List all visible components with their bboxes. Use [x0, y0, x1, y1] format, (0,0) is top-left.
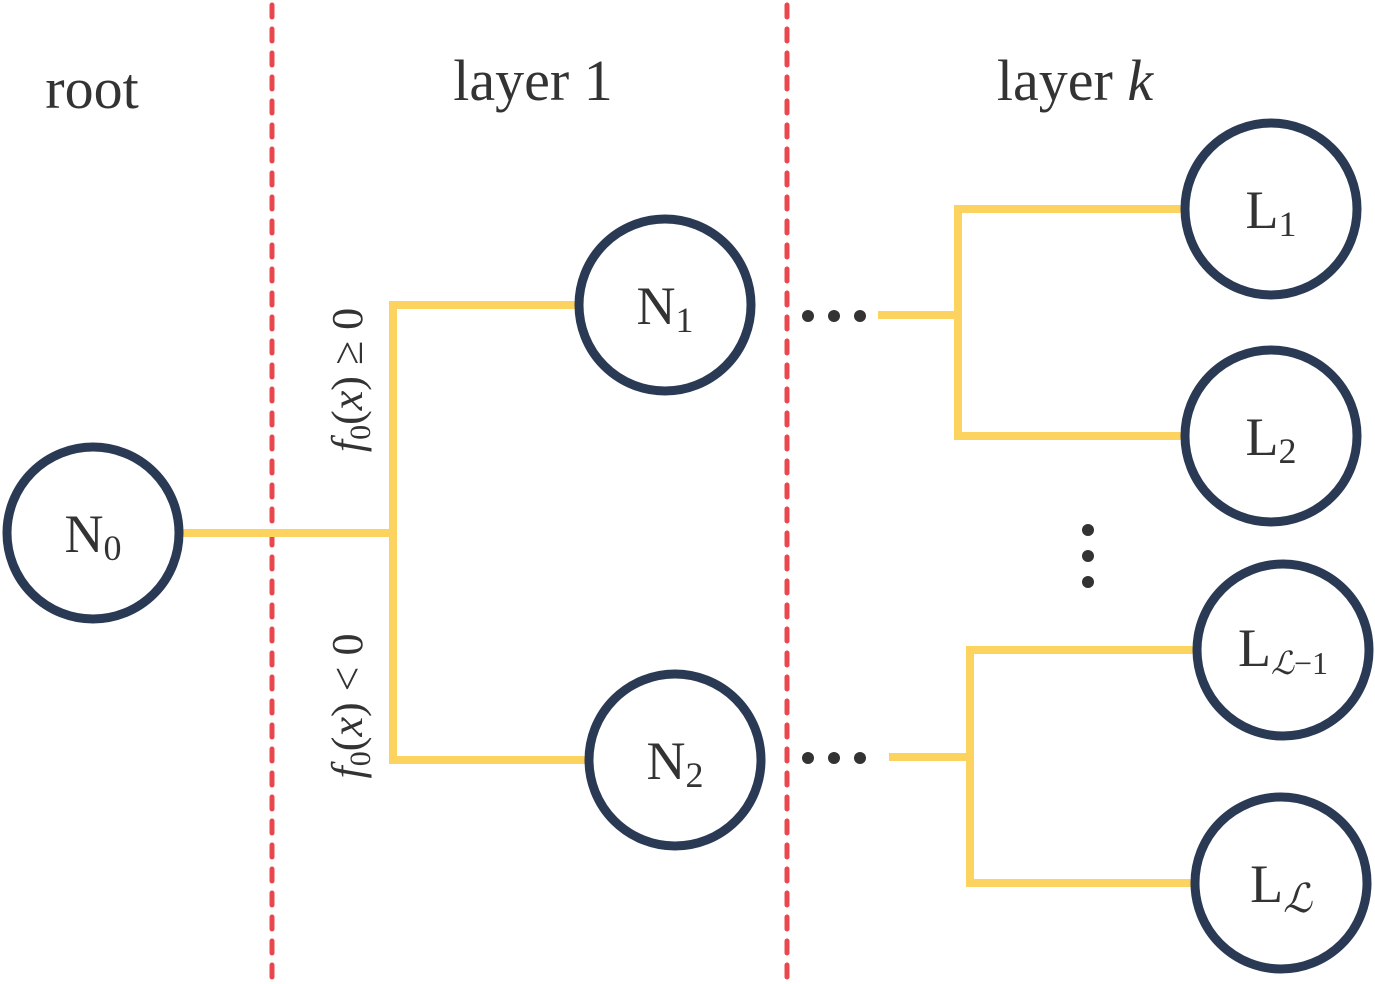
ellipsis-dot	[1082, 524, 1094, 536]
cond-lower-x: x	[323, 717, 372, 738]
node-lm1-sub-rest: −1	[1294, 645, 1328, 681]
ellipsis-dot	[828, 310, 840, 322]
node-l1-circle	[1180, 118, 1362, 300]
edges	[180, 205, 1196, 887]
node-n1-label: N1	[637, 276, 694, 340]
node-l2: L2	[1180, 345, 1362, 527]
node-n1: N1	[574, 214, 756, 396]
node-n0: N0	[2, 442, 184, 624]
cond-upper-sub: 0	[344, 425, 377, 440]
ellipsis-dot	[854, 310, 866, 322]
node-l1-base: L	[1246, 180, 1279, 240]
cond-lower-sub: 0	[344, 751, 377, 766]
label-layer-1: layer 1	[453, 48, 612, 113]
node-n0-circle	[2, 442, 184, 624]
node-l2-label: L2	[1246, 407, 1297, 471]
condition-lower: f0(x) < 0	[323, 634, 377, 779]
cond-lower-open: (	[323, 737, 372, 752]
condition-upper: f0(x) ≥ 0	[323, 308, 377, 452]
edge-split-n2	[389, 533, 588, 764]
ellipsis-lower	[802, 752, 866, 764]
cond-upper-rest: ) ≥ 0	[323, 308, 372, 391]
node-lm-sub-script: ℒ	[1283, 876, 1313, 921]
node-lm-circle	[1190, 792, 1372, 974]
node-l1: L1	[1180, 118, 1362, 300]
node-n2-label: N2	[647, 731, 704, 795]
node-lm1-circle	[1192, 559, 1374, 741]
node-l2-circle	[1180, 345, 1362, 527]
label-root: root	[45, 56, 138, 121]
node-lm1-label: Lℒ−1	[1238, 618, 1328, 681]
edge-lower-lm1	[966, 646, 1196, 757]
ellipsis-dot	[802, 310, 814, 322]
edge-upper-l2	[954, 315, 1185, 440]
ellipsis-dot	[854, 752, 866, 764]
edge-split-n1	[389, 301, 578, 533]
node-n0-label: N0	[65, 504, 122, 568]
node-n1-base: N	[637, 276, 676, 336]
ellipsis-dot	[1082, 550, 1094, 562]
edge-upper-l1	[954, 205, 1185, 315]
node-l-script-minus-1: Lℒ−1	[1192, 559, 1374, 741]
cond-upper-open: (	[323, 410, 372, 425]
node-n1-circle	[574, 214, 756, 396]
node-l2-base: L	[1246, 407, 1279, 467]
node-n2-circle	[584, 669, 766, 851]
node-l1-label: L1	[1246, 180, 1297, 244]
ellipsis-dot	[828, 752, 840, 764]
node-l-script: Lℒ	[1190, 792, 1372, 974]
node-n1-sub: 1	[676, 300, 694, 340]
ellipsis-upper	[802, 310, 866, 322]
node-n2-base: N	[647, 731, 686, 791]
cond-lower-rest: ) < 0	[323, 634, 372, 717]
node-lm-label: Lℒ	[1250, 854, 1313, 921]
node-l1-sub: 1	[1279, 204, 1297, 244]
node-lm1-sub-script: ℒ	[1271, 645, 1295, 681]
node-n2: N2	[584, 669, 766, 851]
ellipsis-dot	[802, 752, 814, 764]
ellipsis-dot	[1082, 576, 1094, 588]
node-l2-sub: 2	[1279, 431, 1297, 471]
edge-lower-lm	[966, 757, 1196, 887]
ellipsis-vertical	[1082, 524, 1094, 588]
label-layer-k-var: k	[1127, 48, 1154, 113]
label-layer-k: layer k	[997, 48, 1154, 113]
node-n0-base: N	[65, 504, 104, 564]
cond-upper-x: x	[323, 390, 372, 411]
node-lm-base: L	[1250, 854, 1283, 914]
node-n2-sub: 2	[686, 755, 704, 795]
node-lm1-base: L	[1238, 618, 1271, 678]
label-layer-k-prefix: layer	[997, 48, 1127, 113]
node-n0-sub: 0	[104, 528, 122, 568]
